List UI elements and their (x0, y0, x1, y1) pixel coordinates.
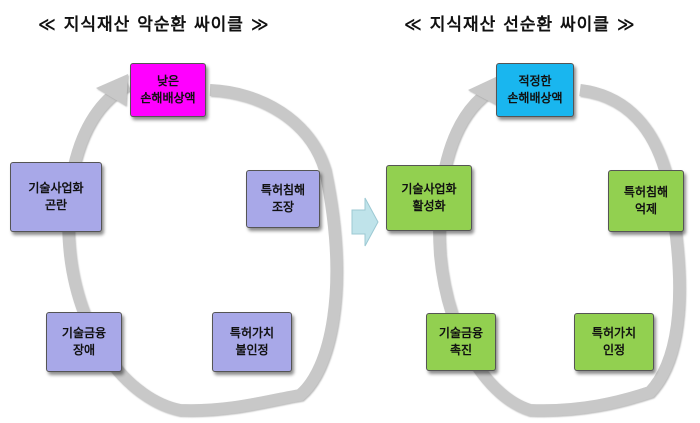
left-cycle-title: ≪ 지식재산 악순환 싸이클 ≫ (38, 15, 270, 35)
node-commercialization-difficult: 기술사업화 곤란 (10, 162, 102, 232)
left-cycle-arrowhead (96, 74, 128, 106)
node-low-damages: 낮은 손해배상액 (130, 63, 206, 117)
node-infringement-encouraged: 특허침해 조장 (246, 170, 320, 228)
node-patent-value-not-recognized: 특허가치 불인정 (212, 312, 292, 372)
node-fair-damages: 적정한 손해배상액 (496, 63, 574, 117)
right-cycle-title: ≪ 지식재산 선순환 싸이클 ≫ (404, 15, 636, 35)
node-commercialization-active: 기술사업화 활성화 (386, 165, 472, 231)
transition-arrow-icon (351, 197, 379, 247)
node-patent-value-recognized: 특허가치 인정 (574, 313, 654, 371)
node-tech-finance-obstacle: 기술금융 장애 (46, 312, 122, 372)
right-cycle-arrowhead (468, 76, 498, 106)
node-tech-finance-promoted: 기술금융 촉진 (426, 313, 496, 371)
node-infringement-deterred: 특허침해 억제 (608, 170, 684, 232)
